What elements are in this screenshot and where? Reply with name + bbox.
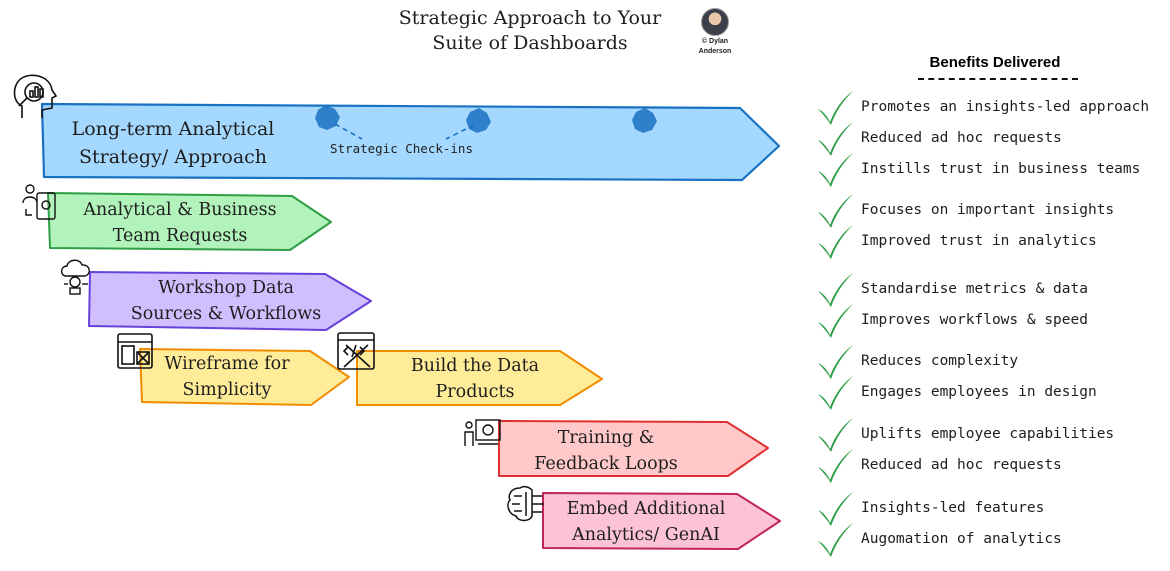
strategy-label: Long-term Analytical Strategy/ Approach [58, 115, 288, 171]
check-icon [818, 91, 853, 125]
benefit-text: Insights-led features [861, 500, 1045, 516]
strategy-label-line-2: Strategy/ Approach [78, 146, 268, 168]
ai-brain-icon [507, 485, 544, 522]
check-icon [818, 376, 853, 410]
person-gear-icon [22, 184, 56, 220]
step-label-line-1: Analytical & Business [83, 200, 277, 220]
benefit-item: Instills trust in business teams [815, 153, 1170, 187]
check-icon [818, 418, 853, 452]
presenter-board-icon [464, 419, 501, 446]
step-arrow-wireframe [139, 348, 350, 406]
title-line-2: Suite of Dashboards [432, 32, 628, 54]
benefits-heading: Benefits Delivered [900, 54, 1090, 80]
title-line-1: Strategic Approach to Your [398, 7, 662, 29]
benefit-item: Uplifts employee capabilities [815, 418, 1170, 452]
step-label-training: Training & Feedback Loops [506, 425, 706, 477]
benefit-item: Reduces complexity [815, 345, 1170, 379]
benefit-item: Focuses on important insights [815, 194, 1170, 228]
benefit-text: Improves workflows & speed [861, 312, 1088, 328]
check-icon [818, 194, 853, 228]
benefit-item: Engages employees in design [815, 376, 1170, 410]
check-icon [818, 449, 853, 483]
benefit-text: Reduced ad hoc requests [861, 130, 1062, 146]
checkin-marker-1 [315, 105, 340, 130]
benefits-heading-text: Benefits Delivered [929, 54, 1061, 71]
checkin-marker-3 [632, 108, 657, 133]
step-label-line-2: Sources & Workflows [130, 304, 322, 324]
code-tools-icon [337, 332, 375, 370]
benefit-item: Improves workflows & speed [815, 304, 1170, 338]
benefit-item: Insights-led features [815, 492, 1170, 526]
benefit-item: Standardise metrics & data [815, 273, 1170, 307]
avatar [701, 8, 729, 36]
checkins-label: Strategic Check-ins [330, 141, 473, 156]
strategy-label-line-1: Long-term Analytical [71, 118, 275, 140]
benefit-item: Reduced ad hoc requests [815, 122, 1170, 156]
benefits-heading-underline [918, 78, 1078, 80]
benefit-text: Engages employees in design [861, 384, 1097, 400]
step-label-line-2: Simplicity [182, 380, 272, 400]
author-credit-line-1: © Dylan [701, 38, 729, 45]
benefit-item: Augomation of analytics [815, 523, 1170, 557]
strategy-arrow [40, 102, 781, 182]
benefit-text: Augomation of analytics [861, 531, 1062, 547]
analytics-head-icon [13, 74, 58, 118]
author-credit-line-2: Anderson [698, 48, 732, 55]
author-badge: © Dylan Anderson [690, 8, 740, 56]
check-icon [818, 345, 853, 379]
step-label-requests: Analytical & Business Team Requests [60, 197, 300, 249]
step-arrow-build [356, 350, 603, 406]
benefit-text: Standardise metrics & data [861, 281, 1088, 297]
benefit-text: Improved trust in analytics [861, 233, 1097, 249]
benefit-text: Reduces complexity [861, 353, 1019, 369]
benefit-item: Promotes an insights-led approach [815, 91, 1170, 125]
step-label-line-1: Build the Data [410, 356, 540, 376]
cloud-gear-icon [60, 259, 90, 295]
step-arrow-training [498, 420, 769, 477]
step-label-line-2: Team Requests [112, 226, 248, 246]
check-icon [818, 273, 853, 307]
step-label-line-1: Wireframe for [164, 354, 290, 374]
benefit-item: Reduced ad hoc requests [815, 449, 1170, 483]
step-label-line-2: Feedback Loops [534, 454, 678, 474]
step-label-line-1: Embed Additional [566, 499, 726, 519]
benefit-text: Reduced ad hoc requests [861, 457, 1062, 473]
check-icon [818, 492, 853, 526]
step-label-embed: Embed Additional Analytics/ GenAI [548, 496, 744, 548]
step-label-line-1: Training & [557, 428, 655, 448]
check-icon [818, 122, 853, 156]
benefit-item: Improved trust in analytics [815, 225, 1170, 259]
benefit-text: Promotes an insights-led approach [861, 99, 1150, 115]
check-icon [818, 153, 853, 187]
step-label-line-1: Workshop Data [158, 278, 294, 298]
benefit-text: Uplifts employee capabilities [861, 426, 1115, 442]
check-icon [818, 523, 853, 557]
step-label-wireframe: Wireframe for Simplicity [140, 351, 314, 403]
wireframe-icon [117, 333, 153, 369]
step-arrow-workshop [88, 271, 372, 331]
step-label-line-2: Analytics/ GenAI [572, 525, 720, 545]
step-label-line-2: Products [435, 382, 515, 402]
step-label-build: Build the Data Products [372, 353, 578, 405]
step-label-workshop: Workshop Data Sources & Workflows [108, 275, 344, 327]
step-arrow-embed [542, 492, 781, 550]
check-icon [818, 304, 853, 338]
diagram-title: Strategic Approach to Your Suite of Dash… [360, 6, 700, 56]
step-arrow-requests [47, 192, 332, 251]
check-icon [818, 225, 853, 259]
benefit-text: Instills trust in business teams [861, 161, 1141, 177]
benefit-text: Focuses on important insights [861, 202, 1115, 218]
